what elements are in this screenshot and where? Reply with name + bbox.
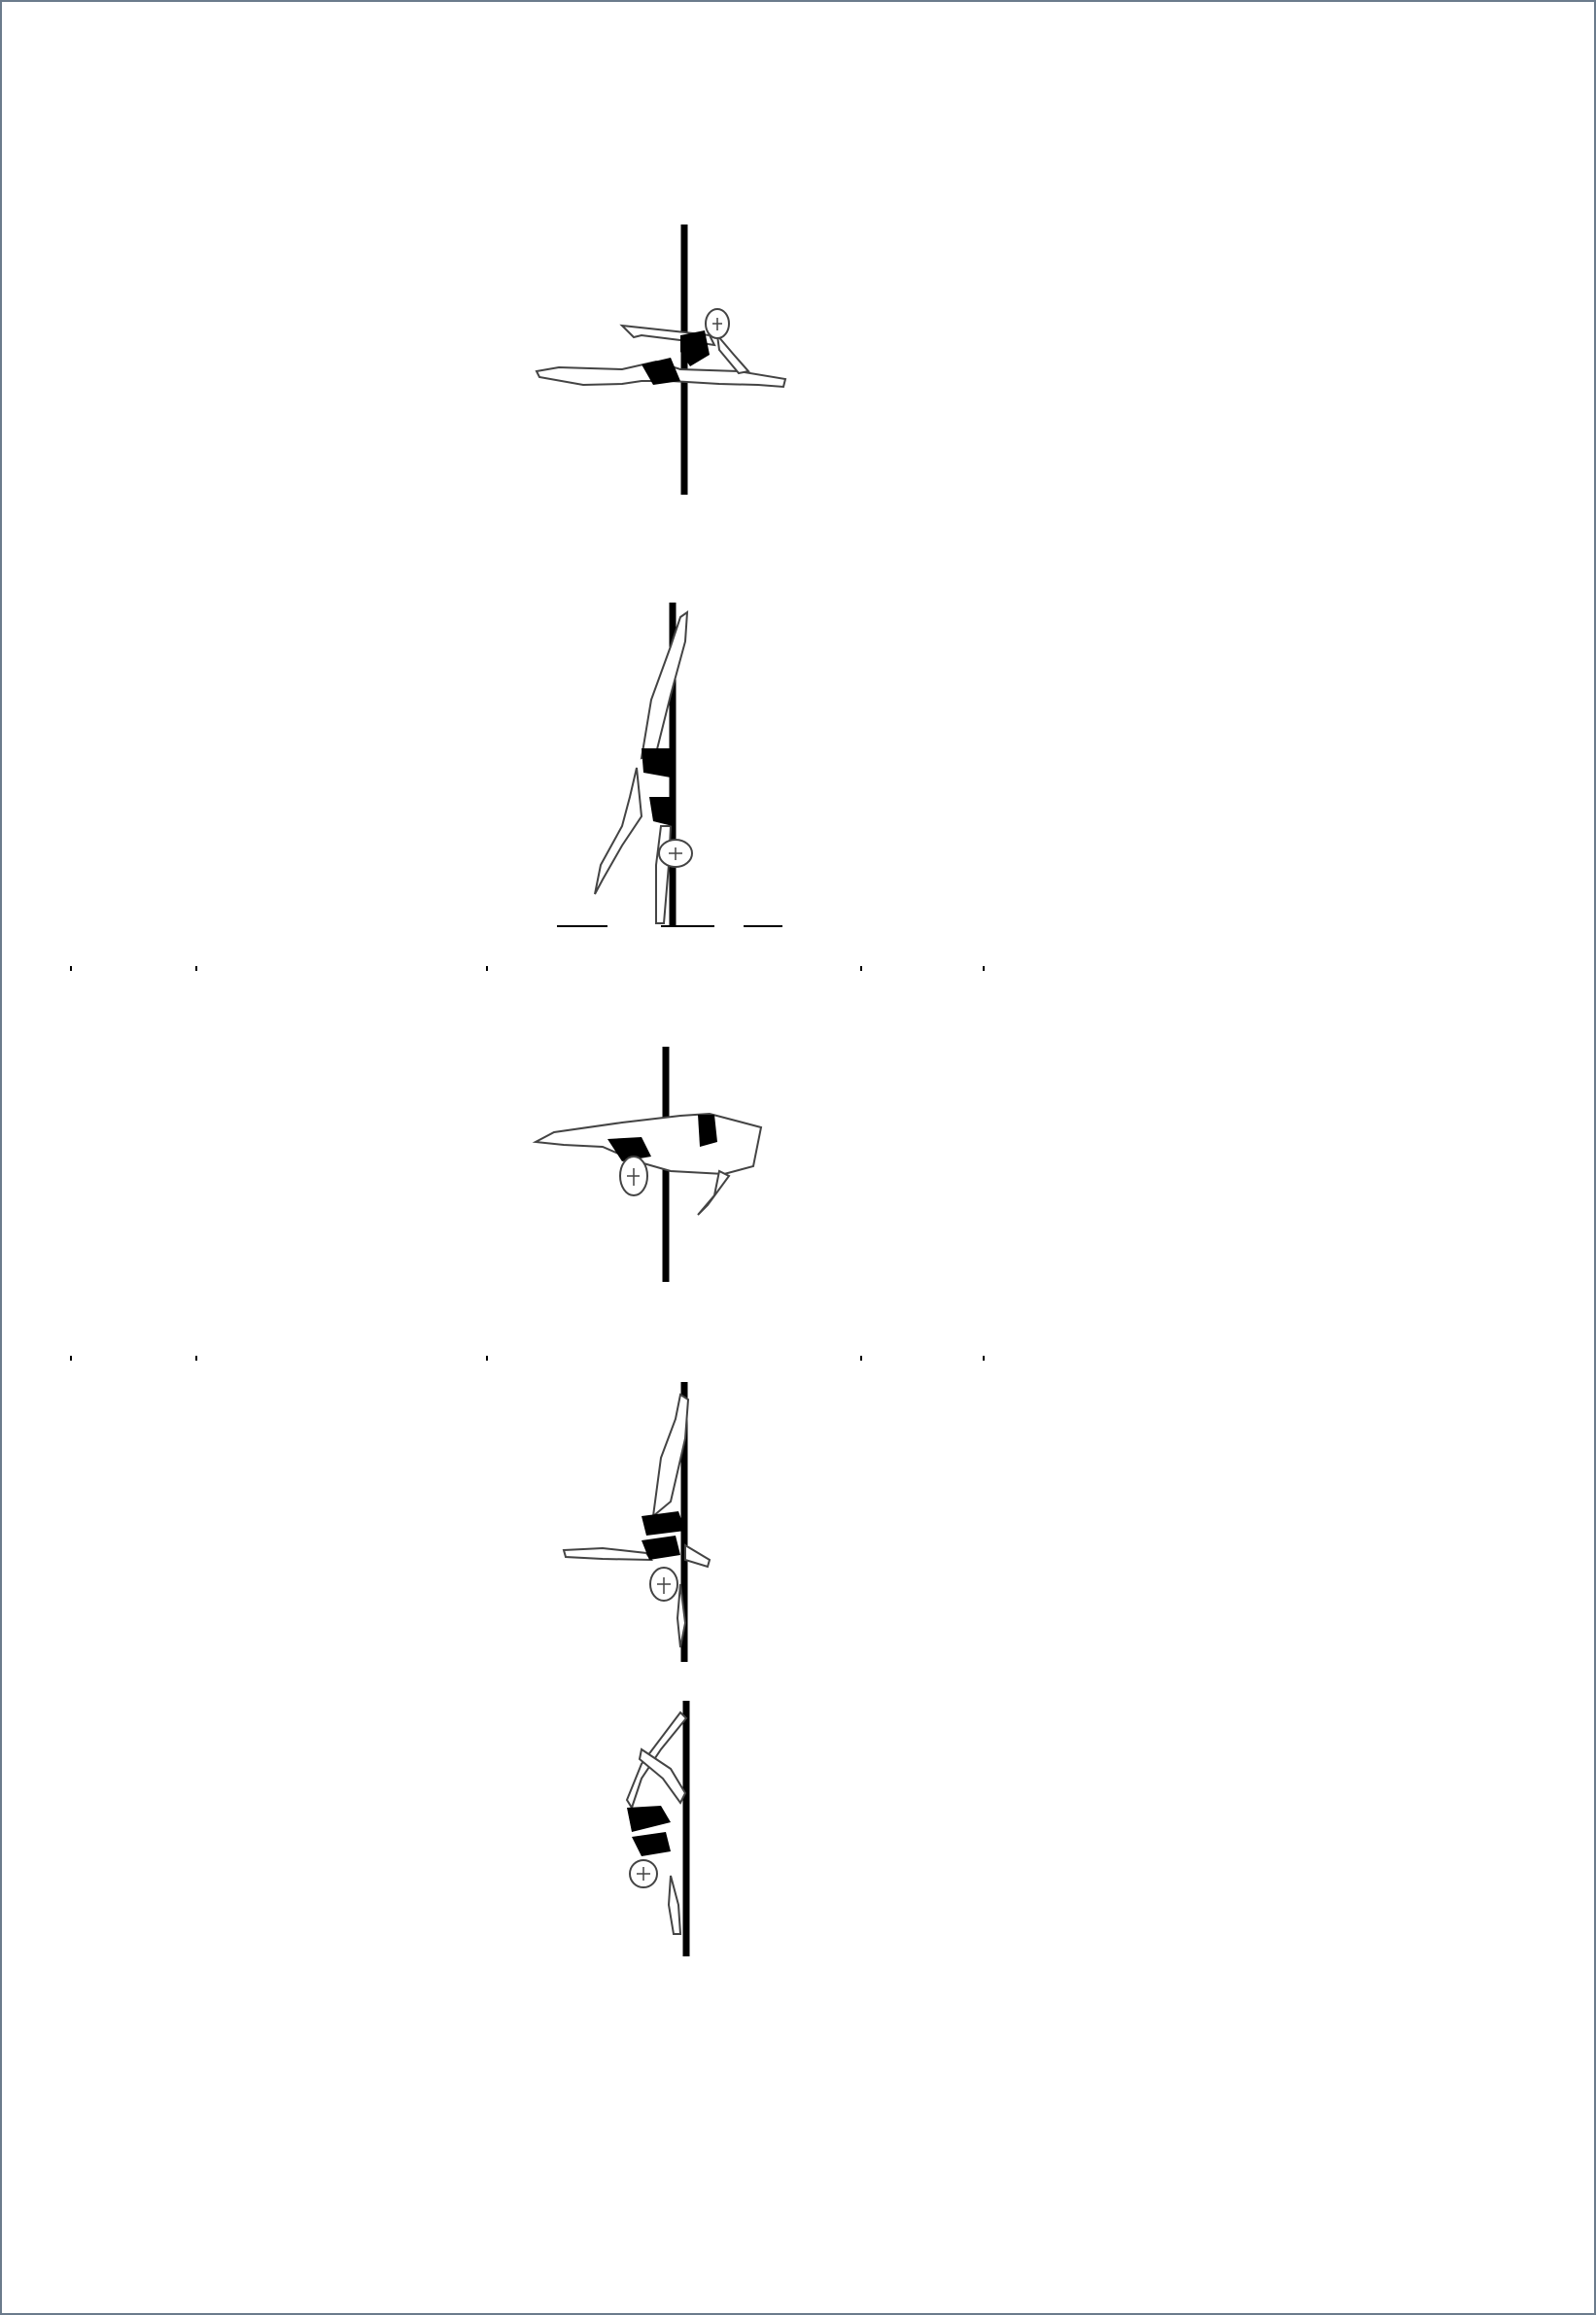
pole-figure-handstand: [557, 603, 782, 927]
crop-marks-row-2: [70, 1356, 985, 1361]
crop-marks-row-1: [70, 966, 985, 971]
pole-figure-inverted-crossed: [625, 1701, 690, 1956]
pole-figure-inverted-arm: [562, 1382, 711, 1662]
pole-figure-horizontal: [532, 1047, 763, 1282]
pole-figure-split: [535, 225, 787, 495]
